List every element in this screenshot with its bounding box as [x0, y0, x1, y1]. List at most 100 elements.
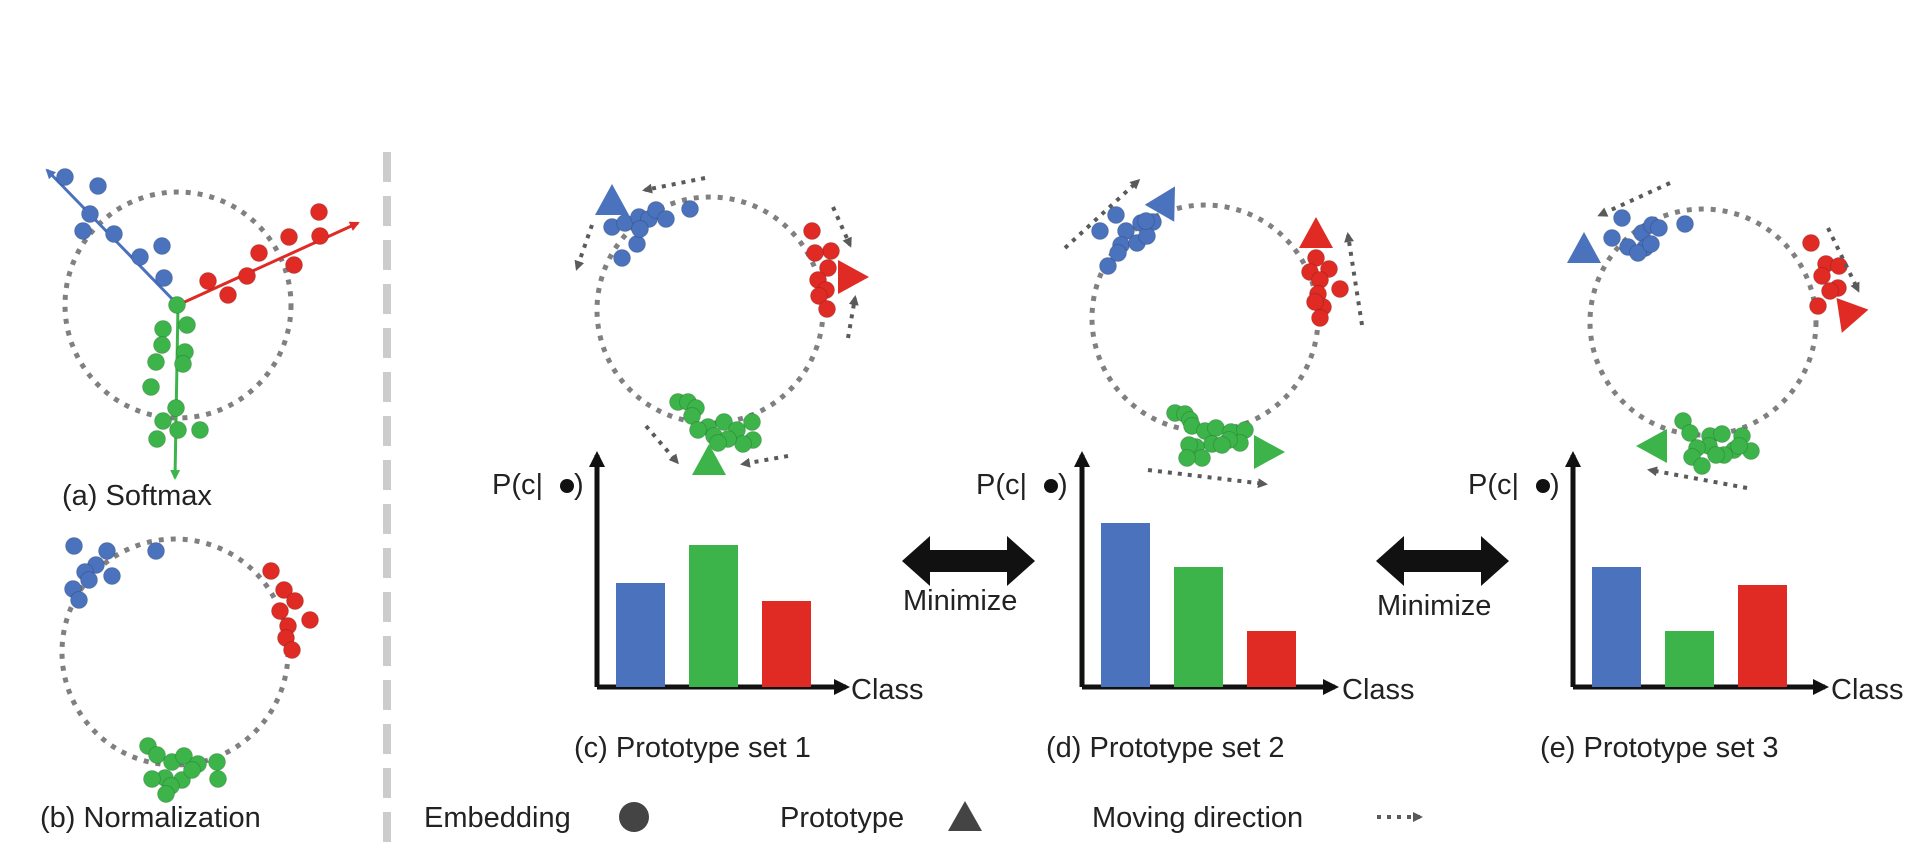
embedding-blue [70, 591, 88, 609]
embedding-green [168, 296, 186, 314]
embedding-blue [1138, 227, 1156, 245]
set1-circle [594, 194, 826, 426]
minimize-label-2: Minimize [1377, 590, 1491, 622]
legend-prototype-label: Prototype [780, 802, 904, 834]
embedding-blue [1137, 212, 1155, 230]
embedding-blue [1603, 229, 1621, 247]
prototype-blue [1144, 186, 1175, 222]
embedding-green [689, 421, 707, 439]
embedding-green [1693, 457, 1711, 475]
legend: Embedding Prototype Moving direction [424, 801, 1423, 834]
bar-set1-green [689, 545, 738, 687]
embedding-green [208, 753, 226, 771]
minimize-double-arrow-2 [1376, 536, 1509, 586]
prototype-green [1636, 429, 1667, 463]
prototype-green [692, 444, 726, 475]
embedding-green [191, 421, 209, 439]
embedding-green [148, 430, 166, 448]
embedding-blue [81, 205, 99, 223]
embedding-red [1311, 309, 1329, 327]
embedding-red [219, 286, 237, 304]
embedding-red [283, 641, 301, 659]
bar-set1-blue [616, 583, 665, 687]
embedding-blue [657, 210, 675, 228]
embedding-green [148, 746, 166, 764]
embedding-blue [98, 542, 116, 560]
embedding-blue [147, 542, 165, 560]
embedding-green [743, 413, 761, 431]
ylabel-3: P(c| [1468, 469, 1519, 501]
embedding-green [175, 747, 193, 765]
caption-softmax: (a) Softmax [62, 480, 212, 512]
xlabel-3: Class [1831, 674, 1904, 706]
embedding-green [1730, 437, 1748, 455]
embedding-red [286, 592, 304, 610]
bar-set2-red [1247, 631, 1296, 687]
embedding-red [803, 222, 821, 240]
caption-set1: (c) Prototype set 1 [574, 732, 811, 764]
embedding-green [709, 434, 727, 452]
embedding-blue [631, 220, 649, 238]
embedding-blue [1613, 209, 1631, 227]
embedding-green [157, 785, 175, 803]
embedding-red [1306, 293, 1324, 311]
embedding-red [810, 287, 828, 305]
embedding-green [1707, 446, 1725, 464]
embedding-green [209, 770, 227, 788]
embedding-blue [103, 567, 121, 585]
embedding-red [311, 227, 329, 245]
embedding-legend-icon [619, 802, 649, 832]
embedding-green [178, 316, 196, 334]
embedding-blue [1629, 244, 1647, 262]
embedding-green [734, 435, 752, 453]
embedding-green [1213, 436, 1231, 454]
embedding-blue [1109, 244, 1127, 262]
embedding-blue [56, 168, 74, 186]
embedding-blue [1099, 257, 1117, 275]
embedding-red [275, 581, 293, 599]
minimize-label-1: Minimize [903, 585, 1017, 617]
embedding-red [262, 562, 280, 580]
embedding-green [183, 761, 201, 779]
xlabel-1: Class [851, 674, 924, 706]
embedding-green [169, 421, 187, 439]
embedding-red [1809, 297, 1827, 315]
svg-text:): ) [574, 469, 584, 501]
embedding-green [1681, 424, 1699, 442]
embedding-blue [1642, 235, 1660, 253]
embedding-blue [105, 225, 123, 243]
embedding-green [167, 399, 185, 417]
red-vector [177, 221, 360, 307]
minimize-arrows [902, 536, 1509, 586]
embedding-blue [80, 571, 98, 589]
embedding-red [822, 242, 840, 260]
embedding-blue [1107, 206, 1125, 224]
ylabel-1: P(c| [492, 469, 543, 501]
embedding-points [56, 168, 1848, 803]
embedding-red [310, 203, 328, 221]
prototype-blue [1567, 232, 1601, 263]
embedding-green [154, 320, 172, 338]
embedding-blue [613, 249, 631, 267]
embedding-green [142, 378, 160, 396]
embedding-red [1802, 234, 1820, 252]
embedding-red [819, 259, 837, 277]
embedding-red [238, 267, 256, 285]
bar-set2-blue [1101, 523, 1150, 687]
prototype-red [838, 260, 869, 294]
embedding-red [250, 244, 268, 262]
ylabel-2: P(c| [976, 469, 1027, 501]
prototype-markers [595, 184, 1869, 475]
embedding-blue [89, 177, 107, 195]
prototype-blue [595, 184, 629, 215]
bar-set3-green [1665, 631, 1714, 687]
embedding-blue [1091, 222, 1109, 240]
legend-embedding-label: Embedding [424, 802, 571, 834]
embedding-green [153, 336, 171, 354]
svg-text:): ) [1550, 469, 1560, 501]
embedding-red [301, 611, 319, 629]
embedding-green [1178, 449, 1196, 467]
minimize-double-arrow-1 [902, 536, 1035, 586]
